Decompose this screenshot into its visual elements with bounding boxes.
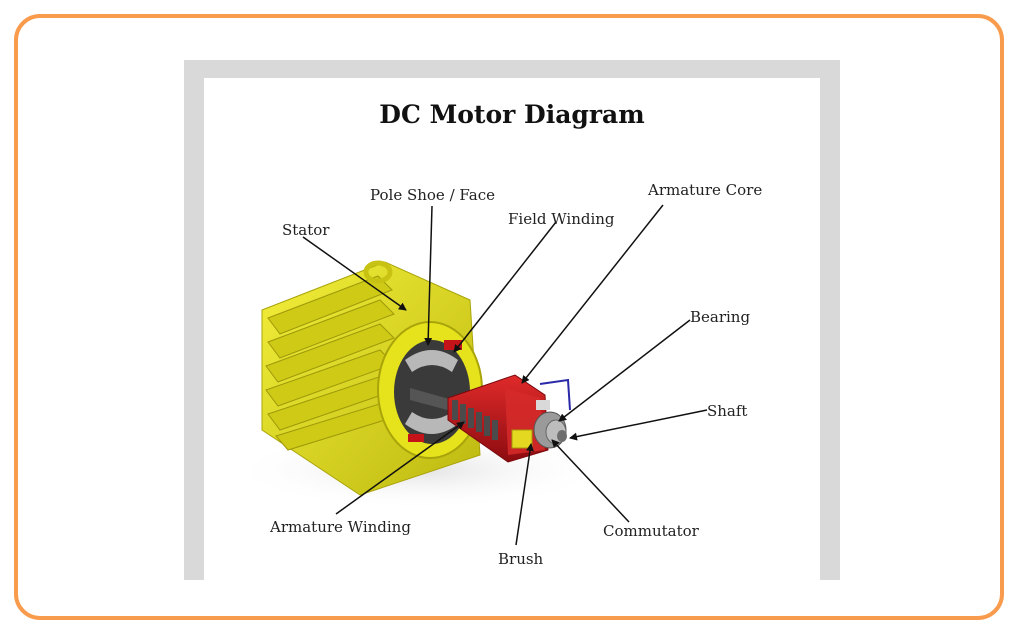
arrow-shaft: [570, 410, 707, 438]
label-shaft: Shaft: [707, 402, 747, 420]
label-commutator: Commutator: [603, 522, 699, 540]
label-pole-shoe: Pole Shoe / Face: [370, 186, 495, 204]
label-field-winding: Field Winding: [508, 210, 615, 228]
label-armature-core: Armature Core: [648, 181, 762, 199]
label-stator: Stator: [282, 221, 329, 239]
arrow-bearing: [559, 320, 690, 421]
arrow-field-winding: [454, 222, 556, 352]
label-armature-winding: Armature Winding: [270, 518, 411, 536]
label-brush: Brush: [498, 550, 543, 568]
label-bearing: Bearing: [690, 308, 750, 326]
